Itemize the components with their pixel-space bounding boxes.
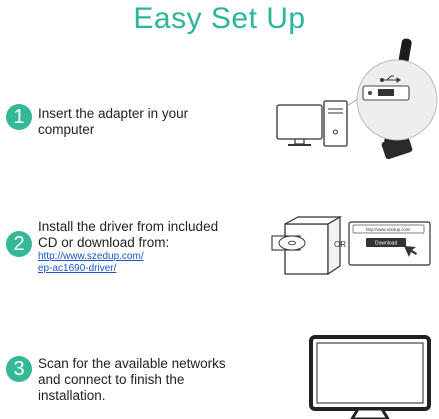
browser-url: http://www.szedup.com/	[366, 227, 411, 232]
step-1-badge: 1	[6, 104, 32, 130]
step-3-badge: 3	[6, 356, 32, 382]
download-label: Download	[375, 241, 397, 247]
browser-window-icon: http://www.szedup.com/ Download	[348, 221, 431, 266]
driver-link-line-1[interactable]: http://www.szedup.com/	[38, 251, 144, 262]
step-2-text: Install the driver from included CD or d…	[38, 219, 219, 250]
page-title: Easy Set Up	[133, 2, 306, 35]
step-1-text: Insert the adapter in your computer	[38, 106, 189, 137]
or-label: OR	[334, 240, 346, 249]
usb-icon	[380, 75, 401, 83]
download-button[interactable]	[366, 238, 406, 247]
driver-link-line-2[interactable]: ep-ac1690-driver/	[38, 263, 117, 274]
zoom-bubble	[356, 59, 438, 141]
computer-monitor-icon	[276, 104, 323, 146]
computer-tower-icon	[323, 100, 348, 147]
step-2-badge: 2	[6, 231, 32, 257]
step-3-text: Scan for the available networks and conn…	[38, 356, 226, 403]
cd-disc-icon	[278, 235, 306, 251]
cursor-icon	[404, 246, 417, 257]
monitor-icon	[309, 335, 431, 419]
